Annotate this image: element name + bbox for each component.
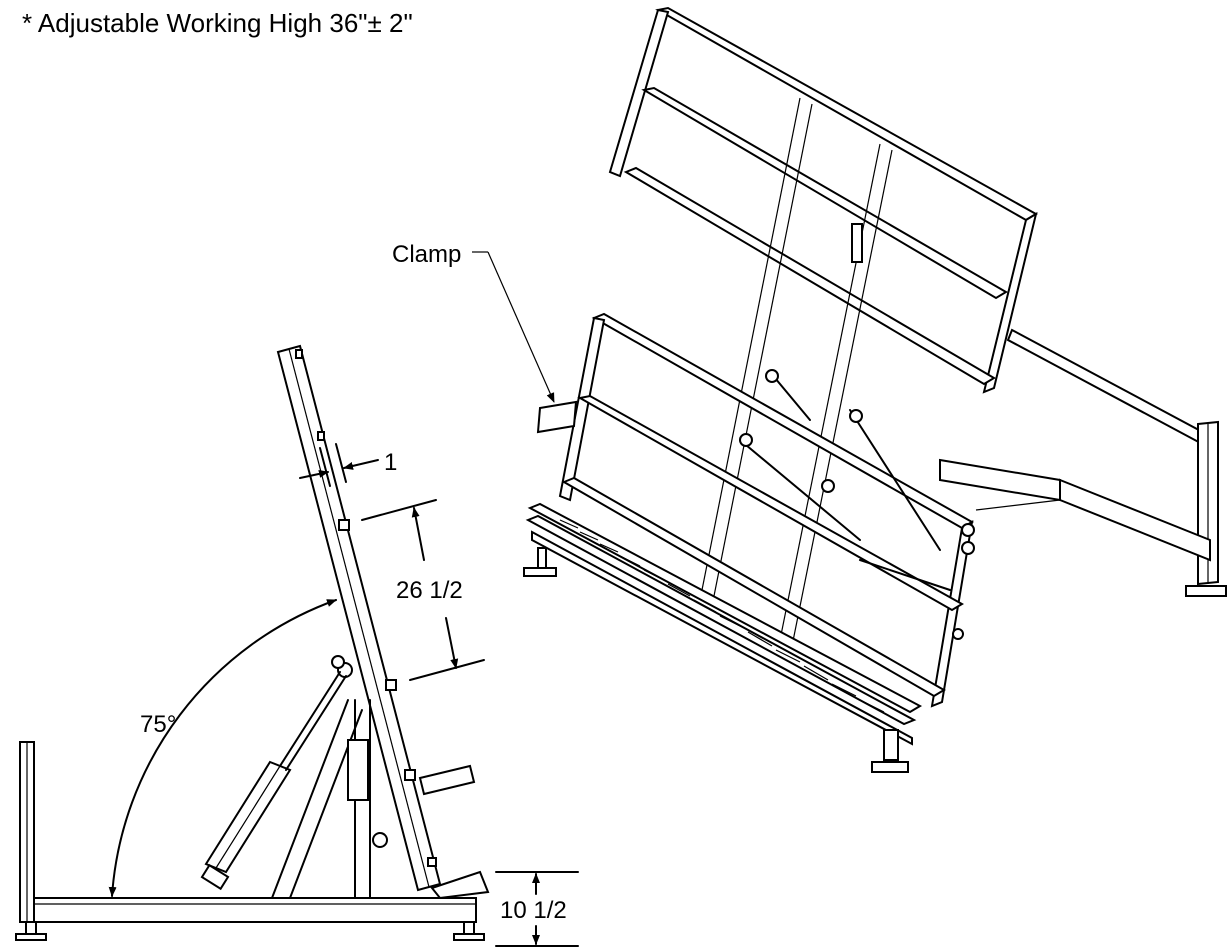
clamp-leader bbox=[472, 251, 555, 403]
dim-thickness-label: 1 bbox=[384, 449, 397, 476]
upper-frame bbox=[608, 6, 1038, 647]
dim-spacing-label: 26 1/2 bbox=[396, 577, 463, 604]
working-height-note: * Adjustable Working High 36"± 2" bbox=[22, 8, 413, 38]
angle-arc bbox=[108, 599, 337, 897]
angle-label: 75° bbox=[140, 711, 176, 738]
dim-height-label: 10 1/2 bbox=[500, 897, 567, 924]
dim-thickness bbox=[299, 443, 379, 487]
hydraulic-cylinder bbox=[200, 655, 347, 891]
side-view: 75° 1 26 1/2 10 1/2 bbox=[15, 344, 579, 947]
braces bbox=[739, 223, 975, 640]
clamp-plate bbox=[536, 400, 578, 434]
rear-frame bbox=[939, 328, 1227, 597]
clamp-label: Clamp bbox=[392, 241, 461, 268]
roller-conveyor bbox=[523, 502, 923, 773]
base-frame bbox=[15, 741, 485, 941]
lower-frame bbox=[558, 312, 974, 708]
dim-spacing bbox=[361, 499, 485, 681]
dim-height bbox=[495, 871, 579, 947]
tilted-table bbox=[276, 344, 476, 892]
isometric-view: Clamp bbox=[392, 6, 1227, 773]
hinge-bracket bbox=[430, 870, 490, 900]
